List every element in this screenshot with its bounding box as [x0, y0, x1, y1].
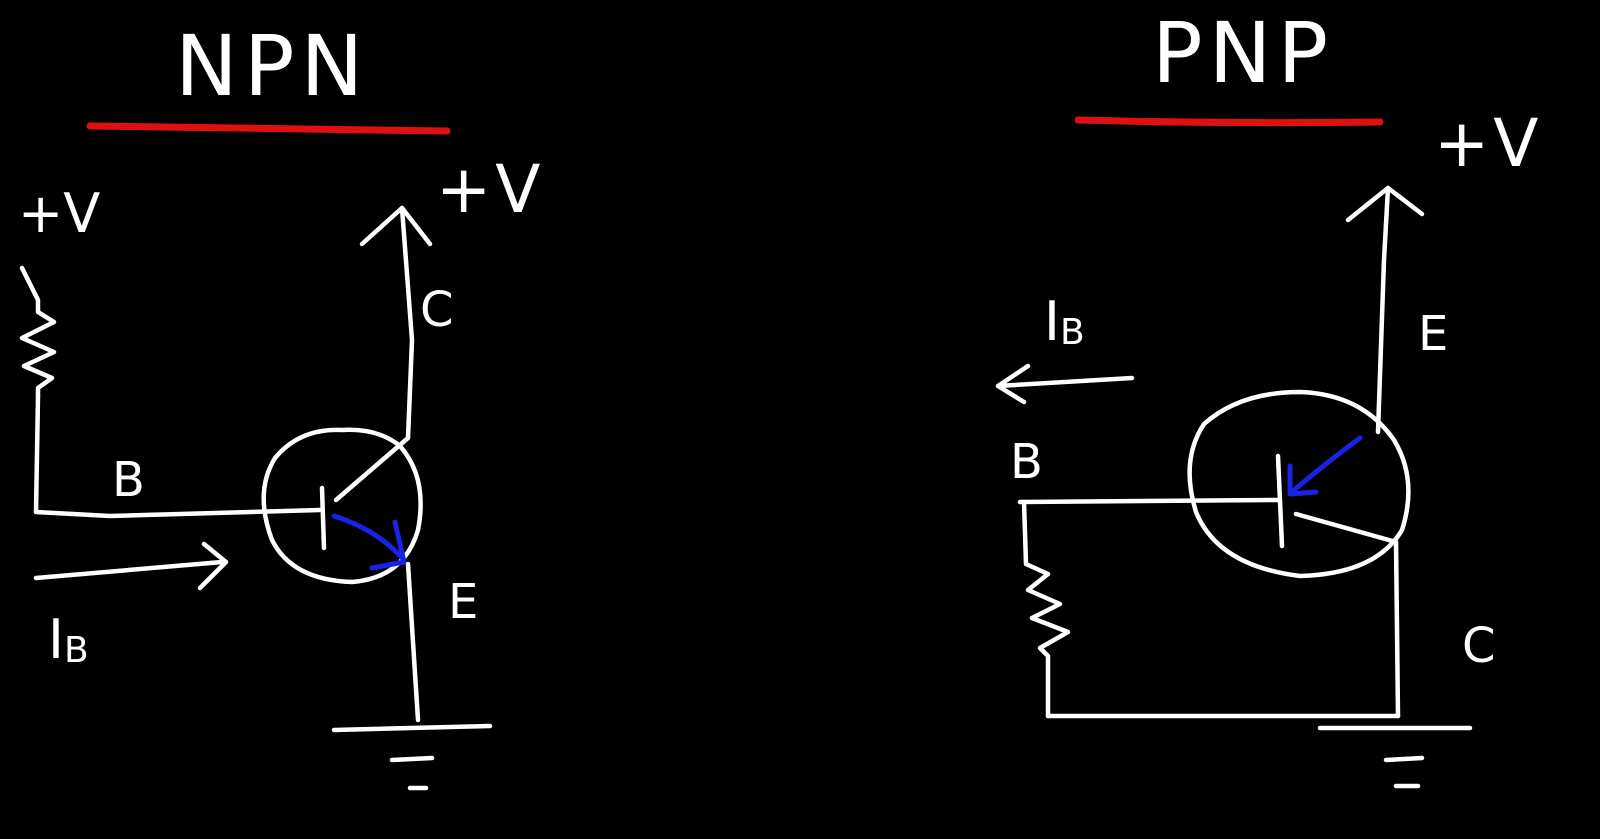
pnp-base-label: B [1010, 434, 1043, 490]
npn-base-current-arrow [33, 541, 229, 591]
pnp-transistor-circle [1187, 389, 1411, 579]
pnp-base-resistor [1021, 499, 1071, 719]
npn-base-wire [33, 393, 323, 519]
npn-emitter-arrow [331, 513, 407, 571]
npn-supply-left-label: +V [18, 182, 100, 245]
pnp-title: PNP [1152, 4, 1334, 102]
pnp-base-current-label: IB [1044, 290, 1085, 353]
npn-transistor-circle [261, 427, 423, 585]
pnp-supply-label: +V [1434, 105, 1542, 182]
pnp-collector-label: C [1462, 618, 1496, 674]
npn-supply-arrowhead [359, 205, 433, 247]
npn-base-bar [319, 485, 327, 551]
npn-title: NPN [175, 17, 369, 115]
npn-base-current-label: IB [48, 608, 89, 671]
pnp-emitter-wire [1375, 185, 1391, 435]
pnp-emitter-arrow [1287, 435, 1363, 497]
npn-ground-symbol [331, 723, 493, 791]
npn-title-underline [86, 122, 451, 135]
pnp-ground-symbol [1317, 725, 1473, 789]
pnp-collector-lead [1293, 511, 1399, 545]
npn-collector-wire [399, 205, 415, 441]
pnp-circuit: PNP +V E IB B C [995, 4, 1542, 789]
npn-circuit: NPN +V B +V C E IB [18, 17, 544, 791]
npn-base-label: B [112, 452, 145, 508]
npn-collector-label: C [420, 282, 454, 338]
npn-emitter-wire [405, 561, 421, 723]
pnp-base-current-arrow [995, 363, 1135, 405]
pnp-collector-wire [1393, 539, 1401, 719]
pnp-emitter-label: E [1418, 306, 1448, 362]
pnp-title-underline [1074, 116, 1384, 127]
npn-emitter-label: E [448, 574, 478, 630]
pnp-base-wire [1017, 497, 1281, 505]
npn-collector-lead [333, 435, 411, 503]
npn-supply-right-label: +V [436, 151, 544, 228]
npn-base-resistor [19, 265, 57, 399]
